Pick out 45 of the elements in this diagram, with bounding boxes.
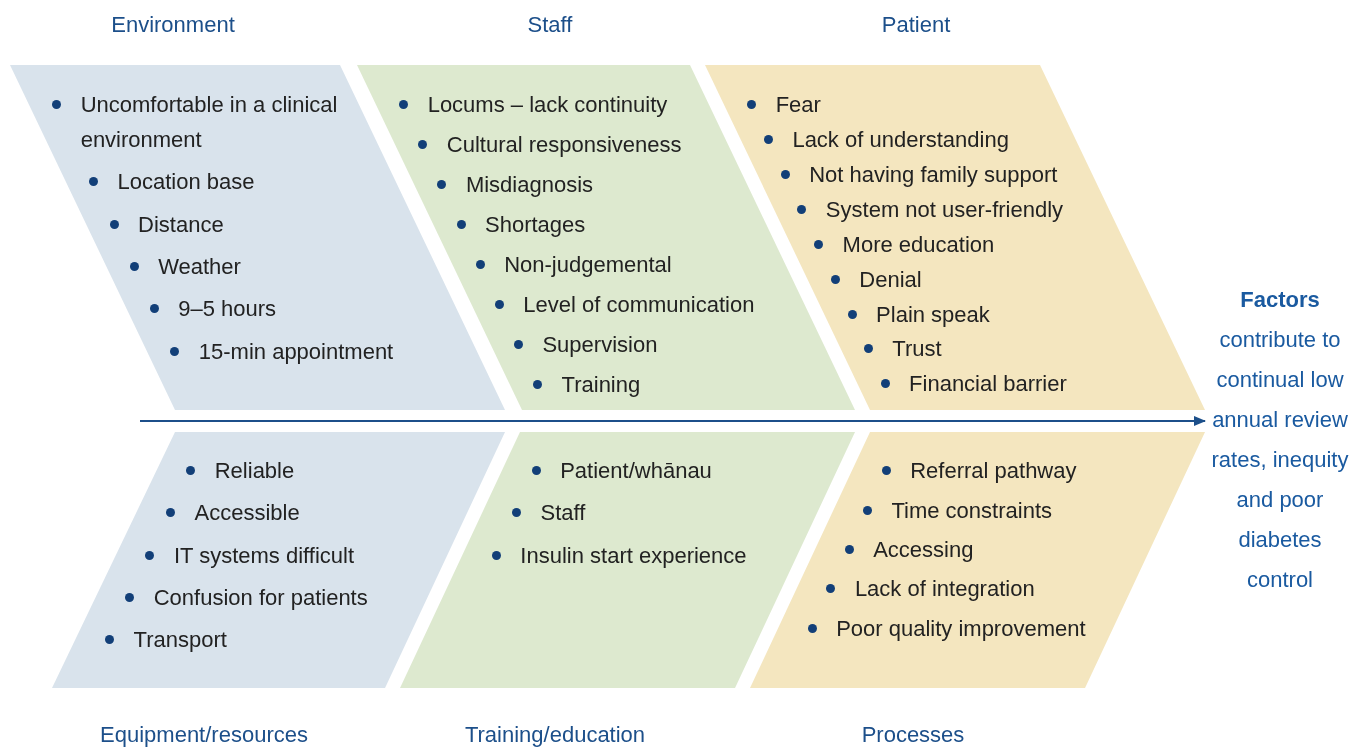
list-item: Lack of integration (854, 574, 1035, 603)
list-item: Lack of understanding (792, 125, 1009, 154)
list-item: Poor quality improvement (836, 614, 1086, 643)
list-item: Non-judgemental (504, 250, 672, 279)
category-heading: Environment (111, 12, 235, 38)
list-item: Locums – lack continuity (427, 90, 668, 119)
list-item: Training (561, 370, 641, 399)
effect-text: contribute to continual low annual review rates, inequity and poor diabetes control (1210, 326, 1350, 594)
list-item: Uncomfortable in a clinical environment (80, 90, 339, 154)
list-item: 15-min appointment (198, 337, 394, 366)
list-item: More education (842, 230, 995, 259)
list-item: Accessible (194, 498, 300, 527)
list-item: Staff (540, 498, 586, 527)
list-item: Distance (138, 210, 224, 239)
list-item: Confusion for patients (153, 583, 368, 612)
list-item: Supervision (542, 330, 658, 359)
list-item: Patient/whānau (560, 456, 712, 485)
category-heading: Staff (527, 12, 573, 38)
list-item: Weather (158, 252, 241, 281)
effect-heading: Factors (1239, 286, 1321, 314)
list-item: Not having family support (809, 160, 1058, 189)
list-item: Referral pathway (910, 456, 1077, 485)
list-item: Plain speak (876, 300, 990, 329)
list-item: System not user-friendly (825, 195, 1064, 224)
list-item: Accessing (873, 535, 974, 564)
list-item: Location base (117, 167, 255, 196)
category-heading: Patient (881, 12, 951, 38)
list-item: Insulin start experience (520, 541, 747, 570)
category-heading: Equipment/resources (100, 722, 308, 747)
list-item: Shortages (485, 210, 586, 239)
list-item: Trust (892, 334, 942, 363)
list-item: Denial (859, 265, 922, 294)
category-heading: Training/education (464, 722, 646, 747)
category-heading: Processes (861, 722, 965, 747)
list-item: Reliable (214, 456, 295, 485)
list-item: Level of communication (523, 290, 755, 319)
list-item: Financial barrier (909, 369, 1067, 398)
list-item: Cultural responsiveness (446, 130, 682, 159)
list-item: 9–5 hours (178, 294, 277, 323)
list-item: Misdiagnosis (465, 170, 594, 199)
list-item: Fear (775, 90, 821, 119)
arrow (139, 416, 1206, 426)
list-item: Transport (133, 625, 227, 654)
list-item: Time constraints (891, 496, 1052, 525)
list-item: IT systems difficult (173, 541, 354, 570)
